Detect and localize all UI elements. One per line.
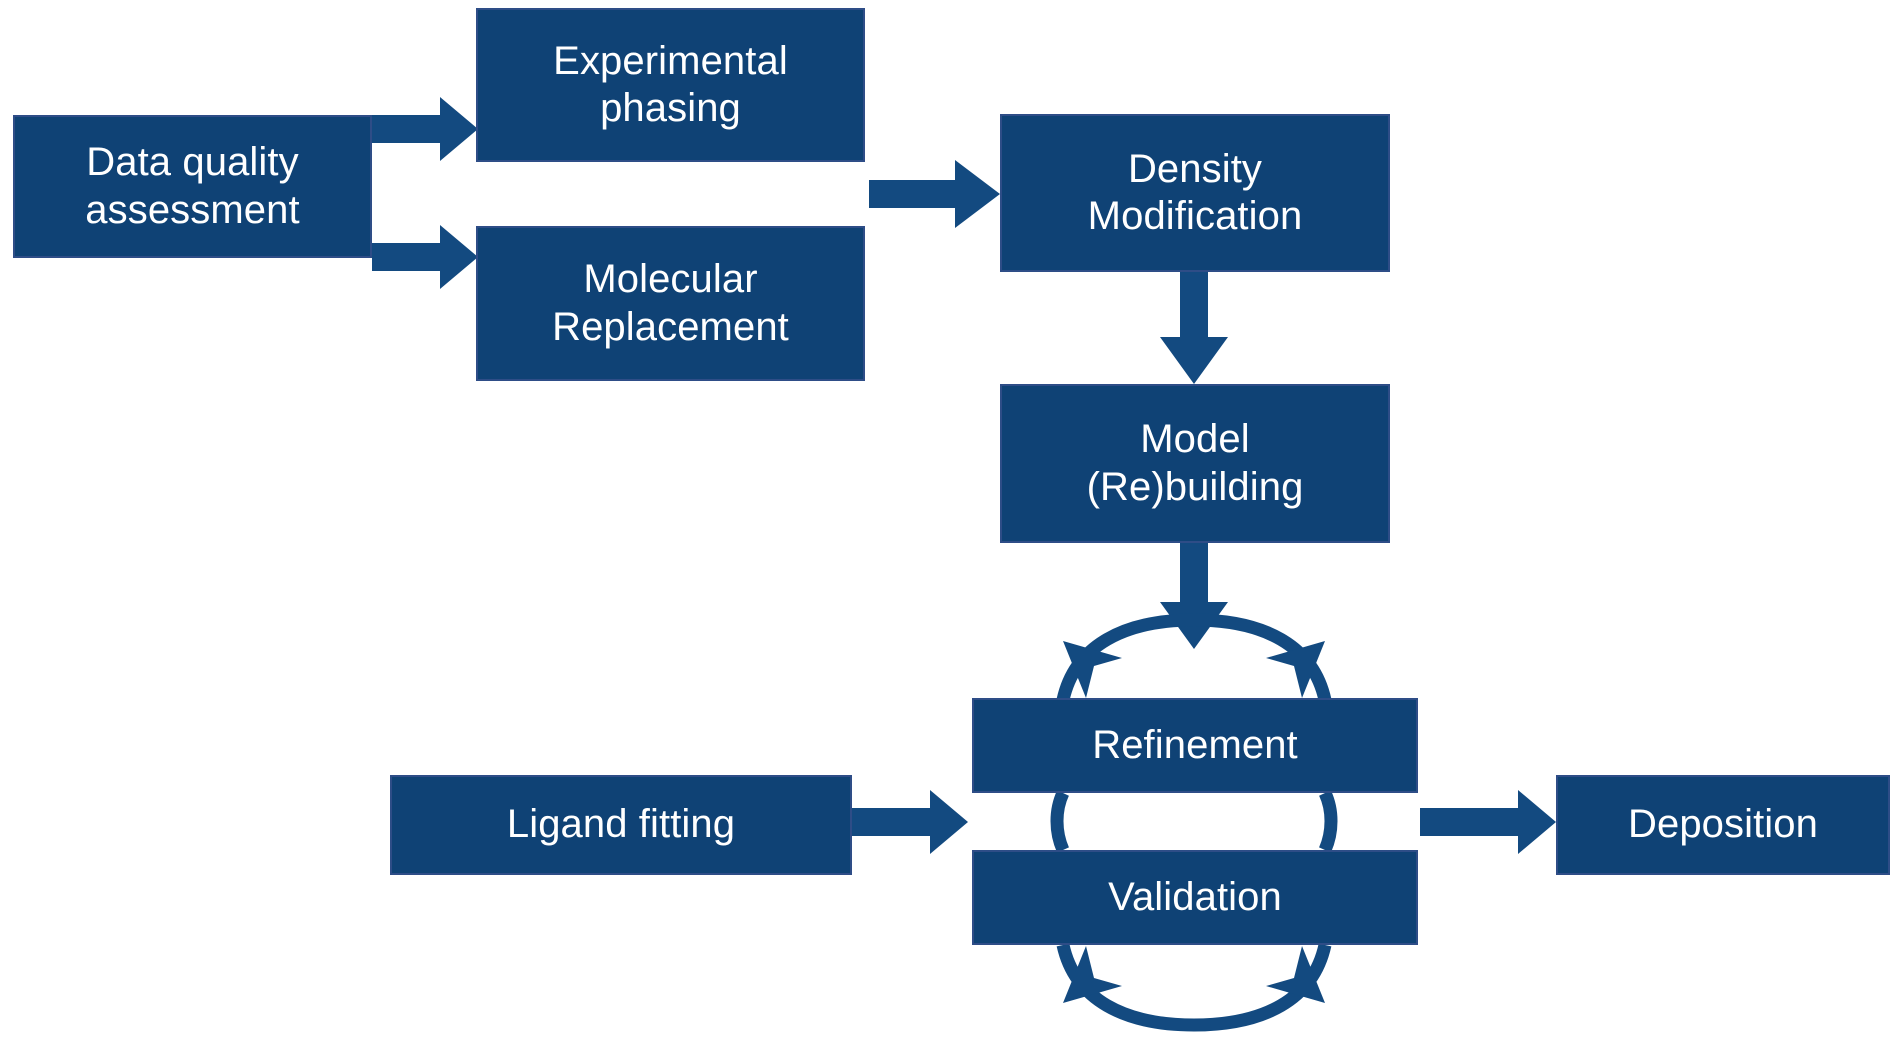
node-data-quality-assessment[interactable]: Data quality assessment [13,115,372,258]
arrow-model-to-refinement-cycle [1160,543,1228,649]
cycle-arc-right-link [1318,790,1338,853]
node-molecular-replacement[interactable]: Molecular Replacement [476,226,865,381]
node-model-rebuilding[interactable]: Model (Re)building [1000,384,1390,543]
arrow-data-quality-to-experimental-phasing [372,97,478,161]
cycle-arc-bottom-arrowhead-left [1063,946,1122,1003]
arrow-phasing-to-density-modification [869,160,1000,228]
node-density-modification[interactable]: Density Modification [1000,114,1390,272]
arrow-data-quality-to-molecular-replacement [372,225,478,289]
cycle-arc-bottom-arrowhead-right [1266,946,1325,1003]
cycle-arc-top-arrowhead-right [1266,641,1325,698]
arrow-ligand-fitting-to-cycle [852,790,968,854]
cycle-arc-top-arrowhead-left [1063,641,1122,698]
node-refinement[interactable]: Refinement [972,698,1418,793]
node-ligand-fitting[interactable]: Ligand fitting [390,775,852,875]
node-experimental-phasing[interactable]: Experimental phasing [476,8,865,162]
node-validation[interactable]: Validation [972,850,1418,945]
arrow-density-modification-to-model [1160,272,1228,384]
node-deposition[interactable]: Deposition [1556,775,1890,875]
arrow-cycle-to-deposition [1420,790,1556,854]
cycle-arc-left-link [1050,790,1070,853]
